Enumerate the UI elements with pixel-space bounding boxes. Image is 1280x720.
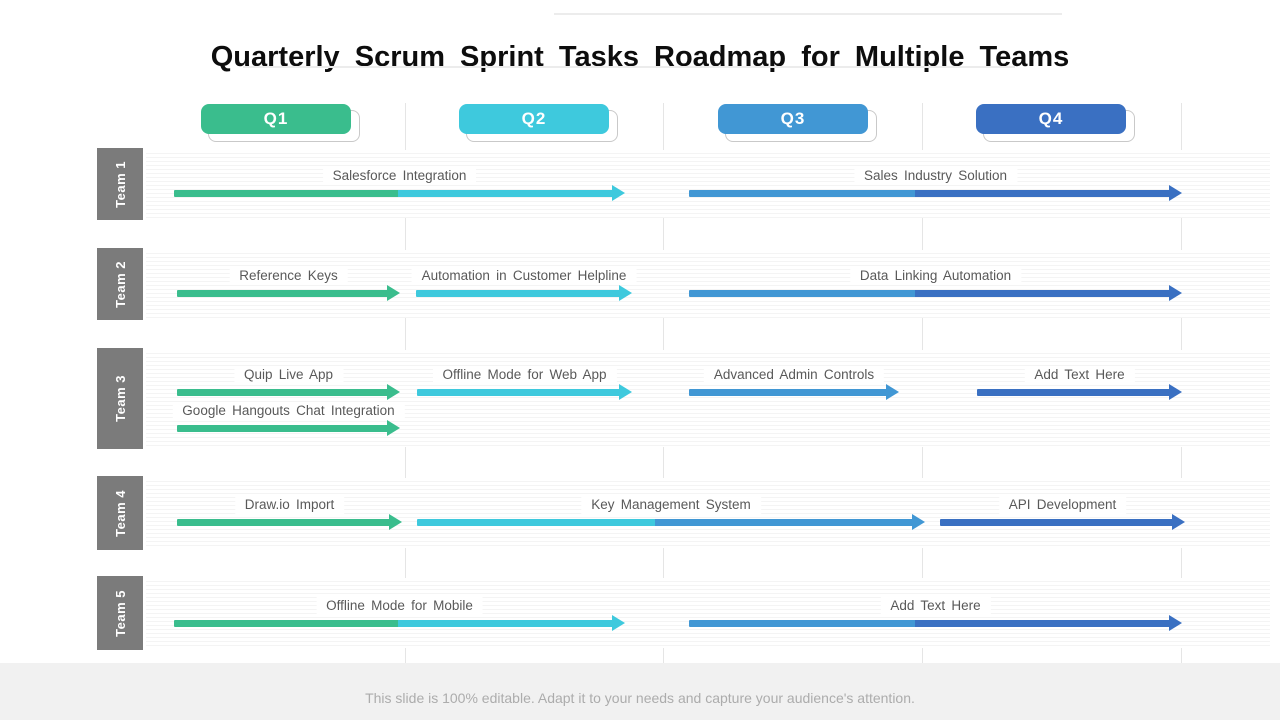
team-label-box: Team 1 — [97, 148, 143, 220]
team-name: Team 1 — [112, 160, 128, 208]
task-label: Sales Industry Solution — [853, 167, 1018, 185]
task-label: Offline Mode for Web App — [432, 366, 617, 384]
quarter-tab-label: Q3 — [780, 109, 806, 128]
task-bar — [940, 519, 1173, 526]
team-name: Team 4 — [112, 489, 128, 537]
arrowhead-icon — [912, 514, 925, 530]
quarter-tab-label: Q1 — [263, 109, 289, 128]
task-bar — [416, 290, 620, 297]
team-name: Team 3 — [112, 375, 128, 422]
task-bar — [689, 190, 1170, 197]
title-bottom-divider — [243, 66, 1015, 68]
task-bar — [417, 389, 620, 396]
task-bar — [417, 519, 913, 526]
team-label-box: Team 3 — [97, 348, 143, 449]
task-label: Salesforce Integration — [322, 167, 477, 185]
arrowhead-icon — [1169, 185, 1182, 201]
arrowhead-icon — [1172, 514, 1185, 530]
team-name: Team 5 — [112, 589, 128, 637]
team-row-band — [146, 578, 1270, 648]
task-label: Automation in Customer Helpline — [411, 267, 637, 285]
quarter-tab-q4: Q4 — [976, 104, 1126, 134]
arrowhead-icon — [389, 514, 402, 530]
quarter-tab-q1: Q1 — [201, 104, 351, 134]
arrowhead-icon — [612, 615, 625, 631]
quarter-tab-q2: Q2 — [459, 104, 609, 134]
task-bar — [977, 389, 1170, 396]
title-top-divider — [554, 13, 1062, 15]
arrowhead-icon — [612, 185, 625, 201]
task-label: Add Text Here — [880, 597, 991, 615]
task-label: API Development — [998, 496, 1127, 514]
arrowhead-icon — [619, 285, 632, 301]
task-label: Data Linking Automation — [849, 267, 1022, 285]
task-label: Key Management System — [581, 496, 761, 514]
quarter-tab-label: Q4 — [1038, 109, 1064, 128]
task-bar — [689, 290, 1170, 297]
arrowhead-icon — [1169, 384, 1182, 400]
team-label-box: Team 4 — [97, 476, 143, 550]
task-bar — [177, 519, 390, 526]
task-label: Draw.io Import — [234, 496, 345, 514]
task-label: Reference Keys — [229, 267, 348, 285]
quarter-tab-label: Q2 — [521, 109, 547, 128]
quarter-tab-q3: Q3 — [718, 104, 868, 134]
task-bar — [174, 620, 613, 627]
team-row-band — [146, 350, 1270, 447]
arrowhead-icon — [387, 384, 400, 400]
task-bar — [177, 389, 388, 396]
footer-band — [0, 663, 1280, 720]
task-label: Quip Live App — [233, 366, 344, 384]
task-label: Advanced Admin Controls — [703, 366, 885, 384]
task-label: Offline Mode for Mobile — [316, 597, 483, 615]
task-label: Add Text Here — [1024, 366, 1135, 384]
team-label-box: Team 5 — [97, 576, 143, 650]
task-bar — [689, 389, 887, 396]
team-name: Team 2 — [112, 260, 128, 308]
task-bar — [174, 190, 613, 197]
arrowhead-icon — [387, 420, 400, 436]
arrowhead-icon — [1169, 615, 1182, 631]
arrowhead-icon — [886, 384, 899, 400]
arrowhead-icon — [387, 285, 400, 301]
task-bar — [689, 620, 1170, 627]
page-title: Quarterly Scrum Sprint Tasks Roadmap for… — [210, 41, 1070, 74]
task-bar — [177, 290, 388, 297]
task-bar — [177, 425, 388, 432]
task-label: Google Hangouts Chat Integration — [172, 402, 405, 420]
footer-note: This slide is 100% editable. Adapt it to… — [365, 690, 915, 706]
team-row-band — [146, 150, 1270, 218]
arrowhead-icon — [619, 384, 632, 400]
arrowhead-icon — [1169, 285, 1182, 301]
team-label-box: Team 2 — [97, 248, 143, 320]
